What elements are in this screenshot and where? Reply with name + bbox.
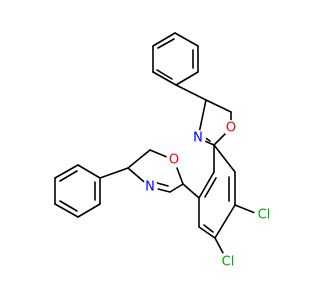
atom-n-upper-label: N	[193, 131, 203, 146]
molecular-structure-diagram: N O N O Cl Cl	[54, 32, 274, 272]
atom-o-lower: O	[166, 152, 182, 168]
atom-cl-lower: Cl	[218, 252, 238, 272]
atom-n-upper: N	[190, 130, 206, 146]
atom-cl-upper-label: Cl	[258, 208, 271, 223]
lower-phenyl-ring	[54, 164, 129, 218]
atom-cl-lower-label: Cl	[222, 255, 235, 270]
atom-o-upper-label: O	[226, 121, 236, 136]
atom-n-lower: N	[142, 179, 158, 195]
central-dichlorobenzene-ring	[198, 144, 256, 254]
atom-o-lower-label: O	[169, 153, 179, 168]
atom-cl-upper: Cl	[254, 205, 274, 225]
atom-o-upper: O	[223, 120, 239, 136]
lower-oxazoline-ring	[127, 149, 200, 199]
atom-n-lower-label: N	[145, 180, 155, 195]
upper-phenyl-ring	[152, 32, 199, 86]
